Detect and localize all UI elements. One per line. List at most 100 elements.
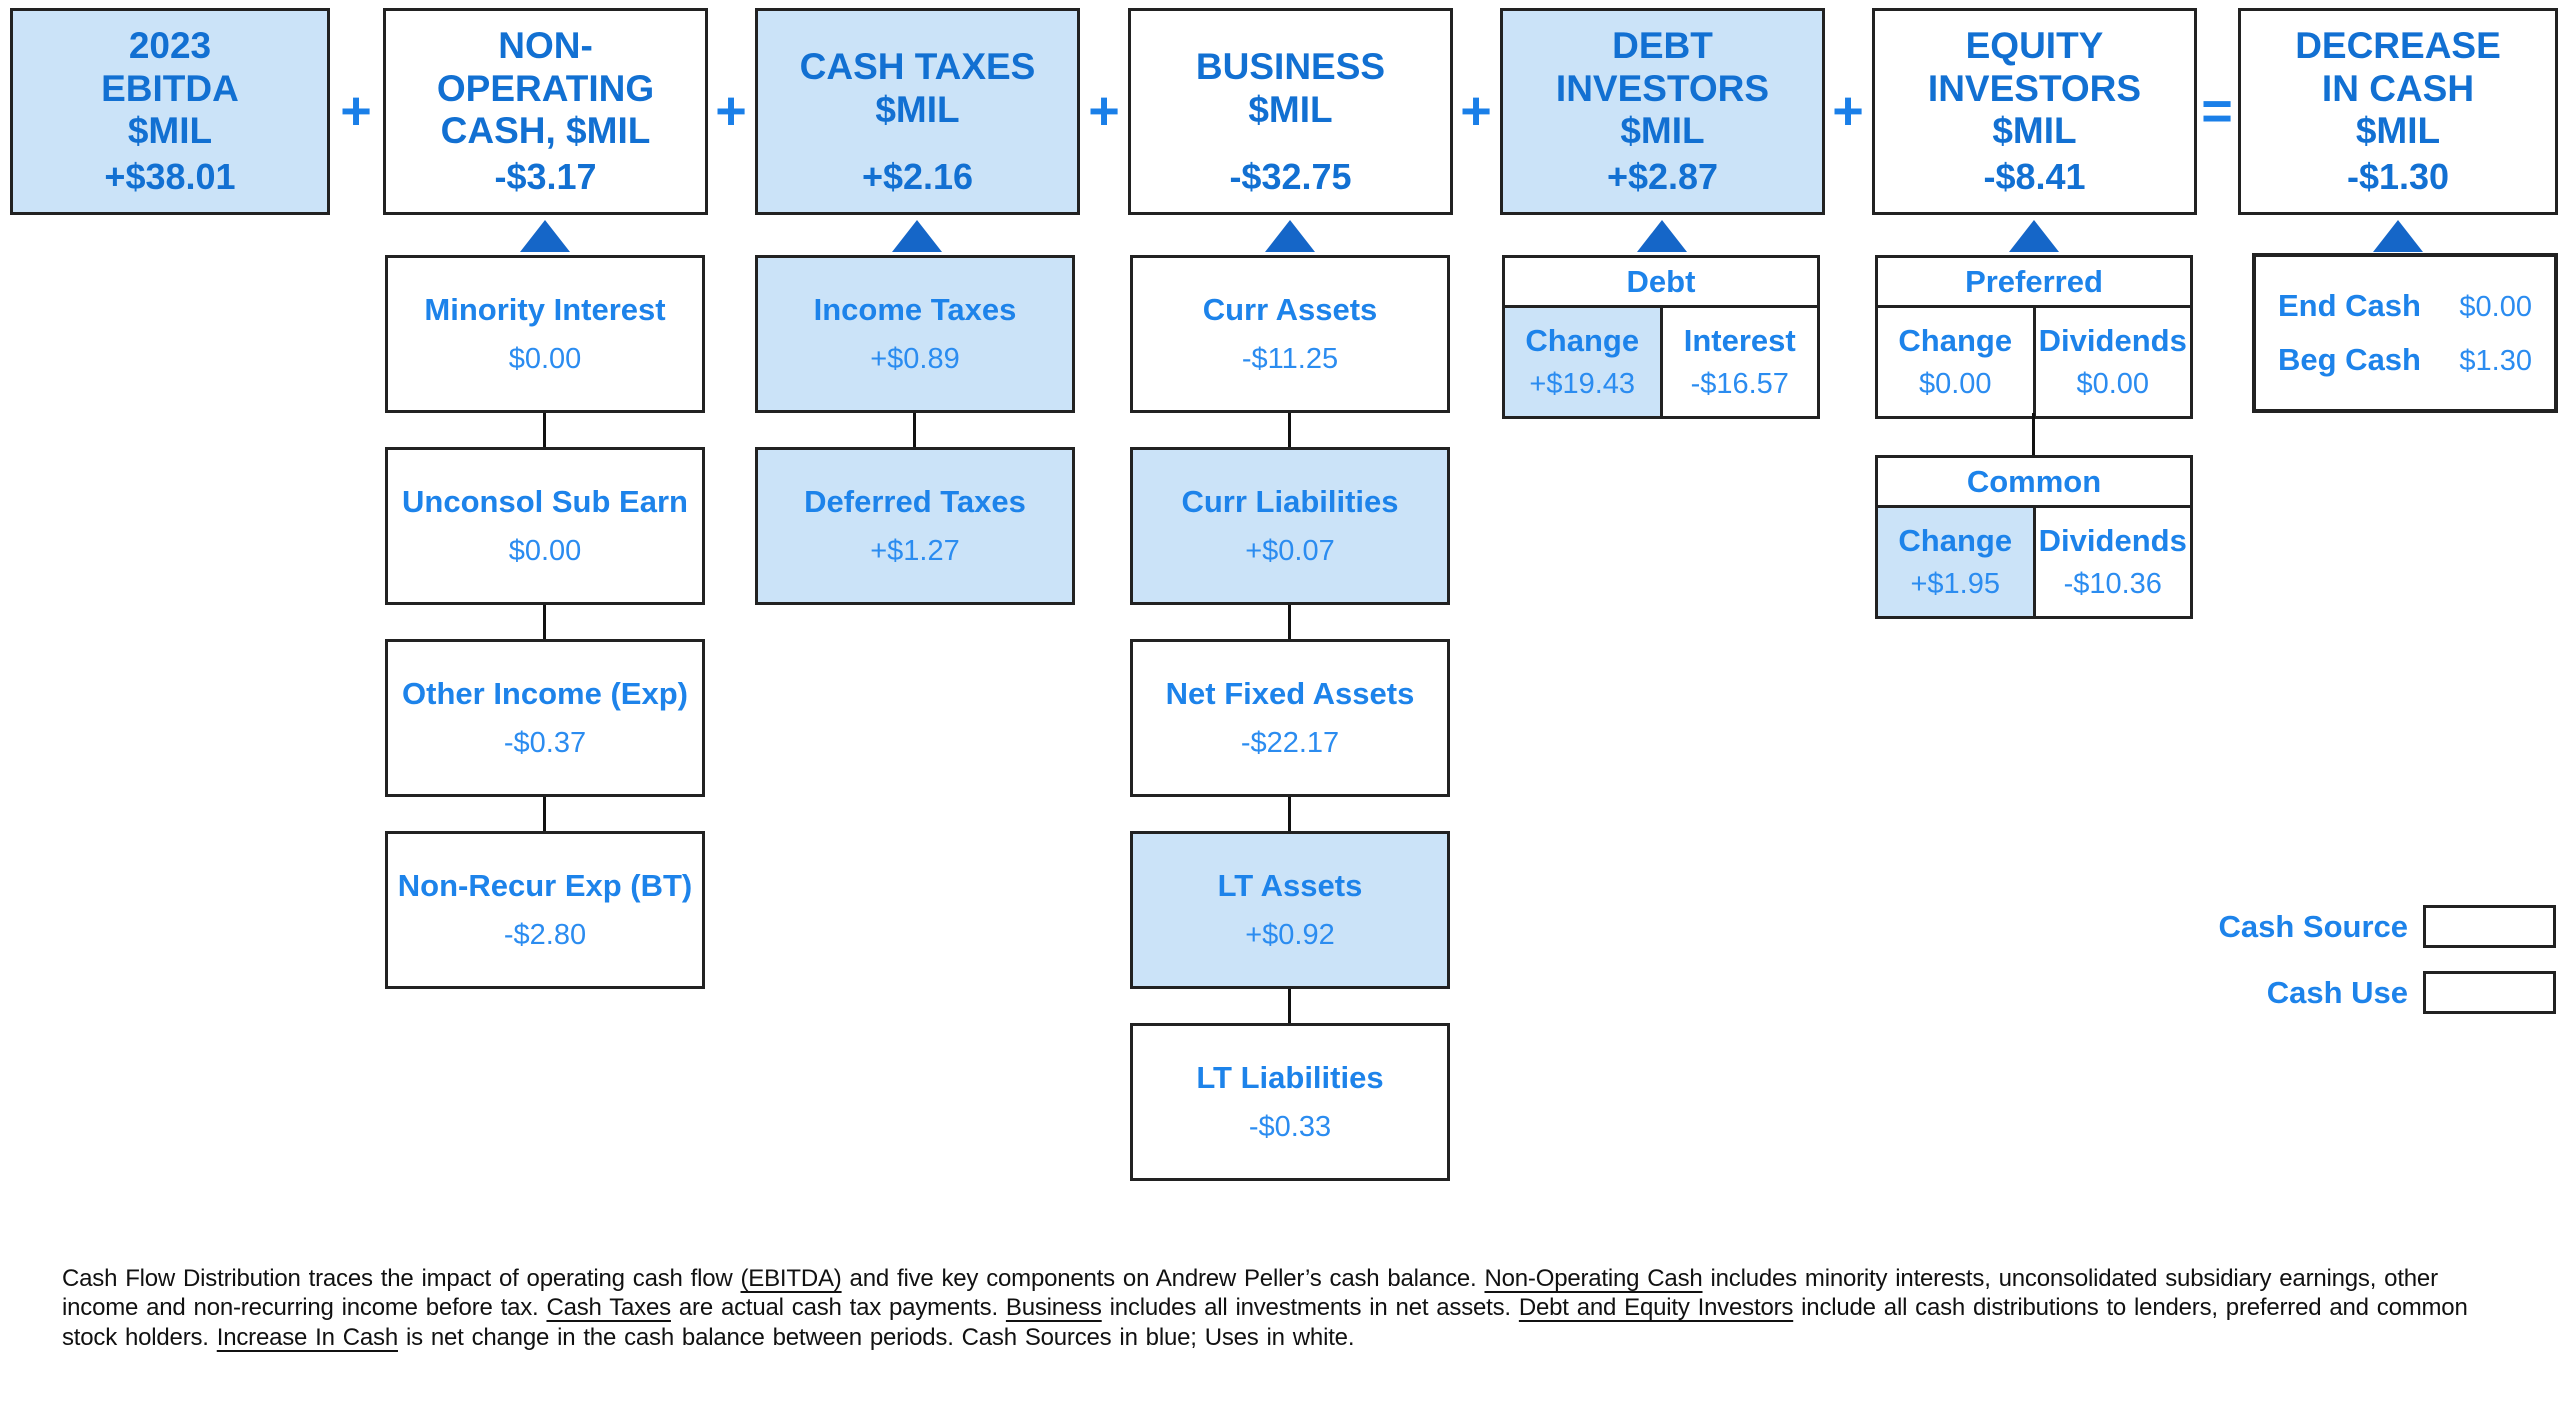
top-box-title: BUSINESS $MIL [1195,46,1386,130]
connector-line [543,413,546,447]
cell-value: $0.00 [1918,368,1992,400]
cash-row-label: End Cash [2278,288,2421,323]
connector-line [913,413,916,447]
debt-table-header: Debt [1505,258,1817,308]
sub-box-label: Income Taxes [813,292,1017,327]
plus-operator: + [715,81,747,141]
preferred-dividends-cell: Dividends $0.00 [2032,308,2191,416]
top-box-decrease-in-cash: DECREASE IN CASH $MIL -$1.30 [2238,8,2558,215]
connector-line [543,605,546,639]
up-triangle-icon [1265,220,1315,252]
top-box-title: DECREASE IN CASH $MIL [2295,24,2501,152]
preferred-table-header: Preferred [1878,258,2190,308]
sub-box-unconsol-sub-earn: Unconsol Sub Earn $0.00 [385,447,705,605]
debt-table: Debt Change +$19.43 Interest -$16.57 [1502,255,1820,419]
sub-box-value: $0.00 [508,343,582,375]
common-change-cell: Change +$1.95 [1878,508,2033,616]
connector-line [1288,413,1291,447]
plus-operator: + [1460,81,1492,141]
sub-box-label: Net Fixed Assets [1165,676,1415,711]
top-box-title-wrap: 2023 EBITDA $MIL [17,23,323,155]
footnote-text: Cash Flow Distribution traces the impact… [62,1265,2468,1351]
top-box-debt-investors: DEBT INVESTORS $MIL +$2.87 [1500,8,1825,215]
cell-label: Dividends [2038,323,2187,358]
cash-row-value: $1.30 [2459,345,2532,377]
top-box-value: -$8.41 [1983,156,2086,197]
legend-use-label: Cash Use [2266,975,2408,1010]
common-table-cells: Change +$1.95 Dividends -$10.36 [1878,508,2190,616]
preferred-table-cells: Change $0.00 Dividends $0.00 [1878,308,2190,416]
sub-box-curr-assets: Curr Assets -$11.25 [1130,255,1450,413]
up-triangle-icon [892,220,942,252]
cell-value: +$19.43 [1529,368,1636,400]
cell-label: Change [1525,323,1640,358]
top-box-business: BUSINESS $MIL -$32.75 [1128,8,1453,215]
top-box-value: +$38.01 [104,156,236,197]
common-table: Common Change +$1.95 Dividends -$10.36 [1875,455,2193,619]
top-box-title-wrap: BUSINESS $MIL [1135,23,1446,155]
legend-source-swatch [2423,905,2556,948]
sub-box-label: LT Liabilities [1196,1060,1384,1095]
sub-box-non-recur-exp-bt: Non-Recur Exp (BT) -$2.80 [385,831,705,989]
cell-label: Interest [1683,323,1796,358]
top-box-title-wrap: CASH TAXES $MIL [762,23,1073,155]
top-box-title: NON- OPERATING CASH, $MIL [436,24,655,152]
plus-operator: + [1088,81,1120,141]
plus-operator: + [340,81,372,141]
plus-operator: + [1832,81,1864,141]
sub-box-value: +$1.27 [870,535,960,567]
sub-box-curr-liabilities: Curr Liabilities +$0.07 [1130,447,1450,605]
top-box-title: CASH TAXES $MIL [799,46,1036,130]
sub-box-lt-assets: LT Assets +$0.92 [1130,831,1450,989]
cash-row-label: Beg Cash [2278,342,2421,377]
sub-box-other-income-exp: Other Income (Exp) -$0.37 [385,639,705,797]
top-box-non-operating-cash: NON- OPERATING CASH, $MIL -$3.17 [383,8,708,215]
sub-box-value: +$0.89 [870,343,960,375]
sub-box-value: $0.00 [508,535,582,567]
debt-interest-cell: Interest -$16.57 [1659,308,1818,416]
cell-value: -$10.36 [2063,568,2162,600]
sub-box-label: Unconsol Sub Earn [402,484,688,519]
connector-line [1288,989,1291,1023]
top-box-value: +$2.87 [1606,156,1719,197]
cell-value: +$1.95 [1910,568,2000,600]
beg-cash-row: Beg Cash $1.30 [2256,342,2554,378]
sub-box-minority-interest: Minority Interest $0.00 [385,255,705,413]
top-box-title: DEBT INVESTORS $MIL [1555,24,1770,152]
common-dividends-cell: Dividends -$10.36 [2032,508,2191,616]
connector-line [1288,605,1291,639]
top-box-cash-taxes: CASH TAXES $MIL +$2.16 [755,8,1080,215]
cash-balance-box: End Cash $0.00 Beg Cash $1.30 [2252,253,2558,413]
top-box-equity-investors: EQUITY INVESTORS $MIL -$8.41 [1872,8,2197,215]
debt-table-cells: Change +$19.43 Interest -$16.57 [1505,308,1817,416]
preferred-table: Preferred Change $0.00 Dividends $0.00 [1875,255,2193,419]
sub-box-label: Curr Assets [1202,292,1378,327]
sub-box-income-taxes: Income Taxes +$0.89 [755,255,1075,413]
top-box-title: EQUITY INVESTORS $MIL [1927,24,2142,152]
up-triangle-icon [1637,220,1687,252]
preferred-change-cell: Change $0.00 [1878,308,2033,416]
top-box-ebitda: 2023 EBITDA $MIL +$38.01 [10,8,330,215]
connector-line [543,797,546,831]
debt-change-cell: Change +$19.43 [1505,308,1660,416]
sub-box-value: -$11.25 [1241,343,1339,375]
sub-box-value: -$0.37 [503,727,587,759]
equals-operator: = [2201,81,2233,141]
top-box-title-wrap: DECREASE IN CASH $MIL [2245,23,2551,155]
cell-label: Dividends [2038,523,2187,558]
sub-box-value: +$0.07 [1245,535,1335,567]
cell-value: $0.00 [2076,368,2150,400]
sub-box-label: Non-Recur Exp (BT) [397,868,693,903]
connector-line [1288,797,1291,831]
sub-box-lt-liabilities: LT Liabilities -$0.33 [1130,1023,1450,1181]
sub-box-deferred-taxes: Deferred Taxes +$1.27 [755,447,1075,605]
top-box-title: 2023 EBITDA $MIL [101,24,239,152]
connector-line [2032,413,2035,455]
top-box-value: -$1.30 [2346,156,2450,197]
sub-box-value: -$0.33 [1248,1111,1332,1143]
up-triangle-icon [2009,220,2059,252]
top-box-title-wrap: DEBT INVESTORS $MIL [1507,23,1818,155]
sub-box-label: Other Income (Exp) [402,676,688,711]
sub-box-value: -$2.80 [503,919,587,951]
